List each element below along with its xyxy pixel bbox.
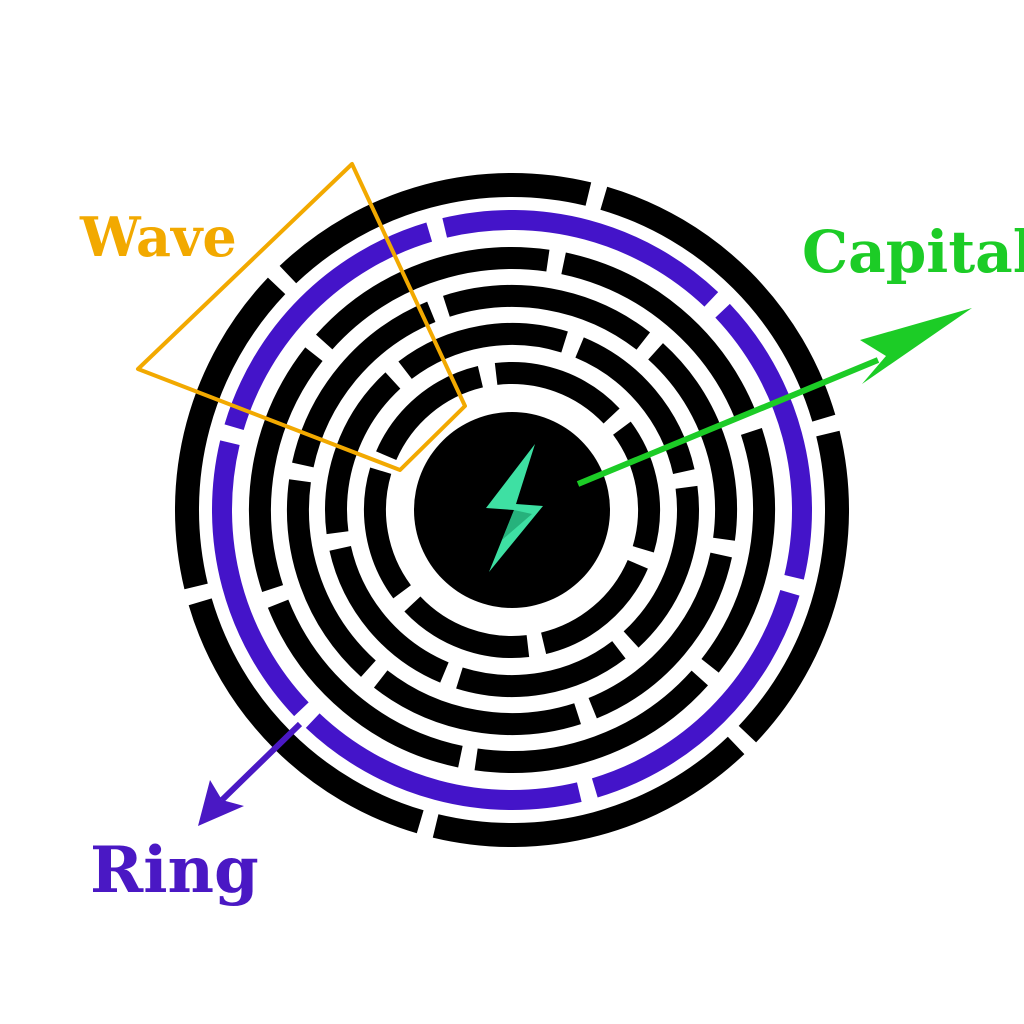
ring-segment (432, 736, 745, 847)
ring-segment (292, 301, 436, 468)
ring-segment (588, 552, 732, 719)
ring-segment (575, 337, 695, 475)
ring-segment (279, 173, 592, 284)
ring-segment (600, 186, 836, 422)
capital-arrow (576, 308, 972, 487)
ring-segment (287, 479, 376, 677)
ring-segment (212, 440, 309, 717)
ring-segment (701, 427, 775, 673)
ring-segment (591, 589, 800, 798)
capital-label: Capital (802, 218, 1024, 286)
ring-segment (540, 559, 648, 655)
ring-segment (267, 599, 463, 768)
ring-segment (329, 545, 449, 683)
ring-segment (715, 303, 812, 580)
ring-label: Ring (90, 833, 259, 908)
ring-segment (738, 430, 849, 743)
ring-arrow (198, 721, 303, 826)
ring-segment (305, 713, 582, 810)
ring-segment (404, 596, 530, 658)
ring-segment (443, 285, 651, 350)
ring-segment (364, 467, 412, 599)
ring-segment (249, 347, 323, 593)
ring-segment (398, 322, 568, 380)
wave-label: Wave (79, 205, 237, 269)
ring-segment (612, 421, 660, 553)
wave-highlight-outline (136, 162, 467, 472)
ring-segment (494, 362, 620, 424)
ring-segment (224, 222, 433, 431)
ring-segment (373, 670, 581, 735)
concentric-rings (175, 173, 849, 847)
lightning-bolt-icon (486, 444, 543, 572)
ring-segment (474, 670, 708, 773)
ring-segment (623, 485, 699, 648)
center-disc (414, 412, 610, 608)
ring-segment (175, 277, 286, 590)
ring-segment (648, 343, 737, 541)
ring-segment (376, 365, 484, 461)
ring-segment (456, 640, 626, 698)
ring-segment (561, 252, 757, 421)
ring-segment (316, 247, 550, 350)
ring-segment (442, 210, 719, 307)
